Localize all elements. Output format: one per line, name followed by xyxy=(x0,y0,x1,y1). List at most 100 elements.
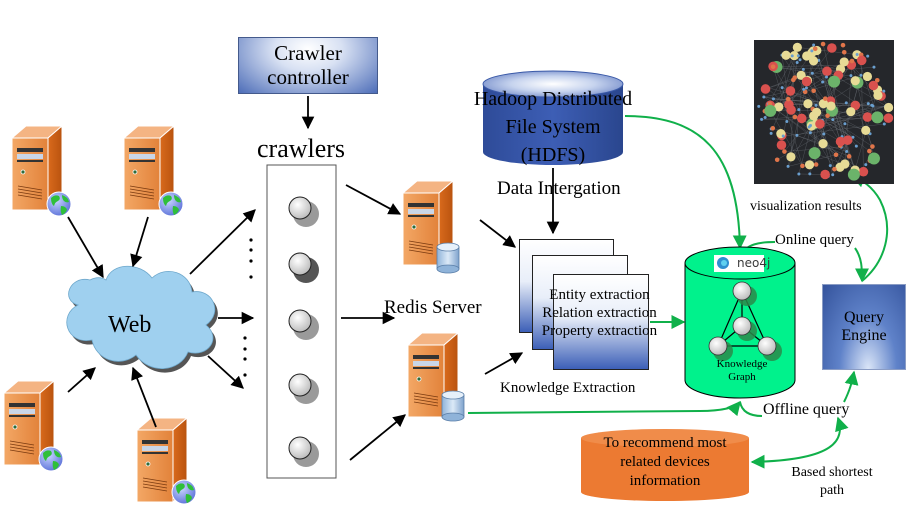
data-integration-label: Data Intergation xyxy=(497,178,621,199)
viz-node xyxy=(839,57,849,67)
viz-node xyxy=(814,103,818,107)
viz-node xyxy=(774,102,784,112)
offline-query-line xyxy=(739,401,763,417)
viz-node xyxy=(808,172,812,176)
visualization-results-label: visualization results xyxy=(750,199,862,214)
viz-node xyxy=(818,99,829,109)
viz-edge xyxy=(783,123,885,137)
neo4j-logo-text: neo4j xyxy=(737,256,771,270)
database-icon xyxy=(441,390,465,422)
viz-node xyxy=(803,99,813,109)
extraction-tasks-text: Entity extraction Relation extraction Pr… xyxy=(517,286,682,340)
viz-node xyxy=(861,125,871,135)
viz-node xyxy=(826,101,836,111)
web-label: Web xyxy=(108,312,152,338)
viz-node xyxy=(792,42,802,52)
viz-node xyxy=(862,71,873,82)
viz-node xyxy=(854,144,858,148)
viz-node xyxy=(882,89,886,93)
shortest-path-text: Based shortest path xyxy=(782,464,882,500)
query-engine-label-line2: Engine xyxy=(841,327,887,344)
offline-query-label: Offline query xyxy=(763,401,850,418)
arrow-crawlers-redis-bottom xyxy=(349,414,406,461)
viz-node xyxy=(771,97,775,101)
arrow-redis1-extraction xyxy=(479,219,516,248)
viz-node xyxy=(849,58,855,64)
viz-node xyxy=(798,58,802,62)
arrow-server1-web xyxy=(67,216,104,279)
hdfs-label-line1: Hadoop Distributed xyxy=(473,88,633,110)
viz-node xyxy=(874,77,880,83)
viz-edge xyxy=(777,105,872,160)
globe-icon xyxy=(158,191,184,217)
online-query-label: Online query xyxy=(775,232,854,248)
viz-node xyxy=(846,107,856,117)
viz-node xyxy=(810,49,814,53)
viz-edge xyxy=(784,135,798,152)
viz-node xyxy=(808,56,819,66)
globe-icon xyxy=(171,479,197,505)
knowledge-graph-database xyxy=(684,246,796,399)
viz-node xyxy=(828,164,832,168)
viz-node xyxy=(795,133,799,137)
hdfs-label-line3: (HDFS) xyxy=(520,144,586,166)
viz-node xyxy=(818,139,828,149)
viz-node xyxy=(786,152,796,162)
arrow-redis2-extraction xyxy=(484,352,524,375)
ellipsis-dots-lower xyxy=(243,336,247,377)
globe-icon xyxy=(46,191,72,217)
viz-node xyxy=(843,122,847,126)
viz-node xyxy=(822,132,826,136)
viz-node xyxy=(774,157,780,163)
viz-node xyxy=(847,168,860,181)
viz-edge xyxy=(781,55,847,152)
query-engine-box: Query Engine xyxy=(822,284,906,370)
viz-node xyxy=(792,75,797,81)
viz-node xyxy=(856,55,867,66)
database-icon xyxy=(436,242,460,274)
crawler-controller-label: Crawler controller xyxy=(267,40,349,89)
arrow-engine-visualization xyxy=(850,174,889,282)
viz-node xyxy=(770,125,776,131)
viz-node xyxy=(757,104,761,108)
viz-node xyxy=(864,163,868,167)
arrow-server3-web xyxy=(67,367,96,393)
viz-node xyxy=(786,164,790,168)
viz-node xyxy=(832,166,837,172)
viz-node xyxy=(866,54,870,58)
shortest-path-line1: Based shortest xyxy=(791,465,873,480)
viz-node xyxy=(883,113,894,123)
viz-edge xyxy=(832,119,855,175)
arrow-server4-web xyxy=(131,366,157,428)
viz-node xyxy=(821,80,825,84)
viz-node xyxy=(851,135,855,139)
web-server-4 xyxy=(136,417,197,505)
viz-node xyxy=(792,114,798,120)
viz-node xyxy=(812,107,822,117)
recommendation-database xyxy=(581,429,749,501)
arrow-redis-kg xyxy=(467,400,741,417)
viz-node xyxy=(802,87,806,91)
viz-node xyxy=(796,70,806,80)
viz-node xyxy=(870,103,874,107)
viz-node xyxy=(822,96,828,101)
viz-edge xyxy=(788,47,832,105)
ellipsis-dots-upper xyxy=(249,238,253,279)
viz-node xyxy=(844,101,848,105)
viz-node xyxy=(811,88,816,94)
viz-node xyxy=(760,84,771,94)
extraction-page-front xyxy=(553,274,649,370)
arrow-hdfs-kg xyxy=(624,115,747,250)
arrow-offline-query-engine xyxy=(843,370,859,403)
viz-edge xyxy=(812,73,851,76)
web-cloud-icon xyxy=(66,265,218,373)
viz-node xyxy=(845,149,849,153)
viz-node xyxy=(872,65,876,69)
viz-node xyxy=(825,113,830,119)
recommendation-line3: information xyxy=(629,472,701,489)
viz-node xyxy=(797,108,801,112)
viz-edge xyxy=(813,60,882,97)
recommendation-text: To recommend most related devices inform… xyxy=(581,434,749,490)
